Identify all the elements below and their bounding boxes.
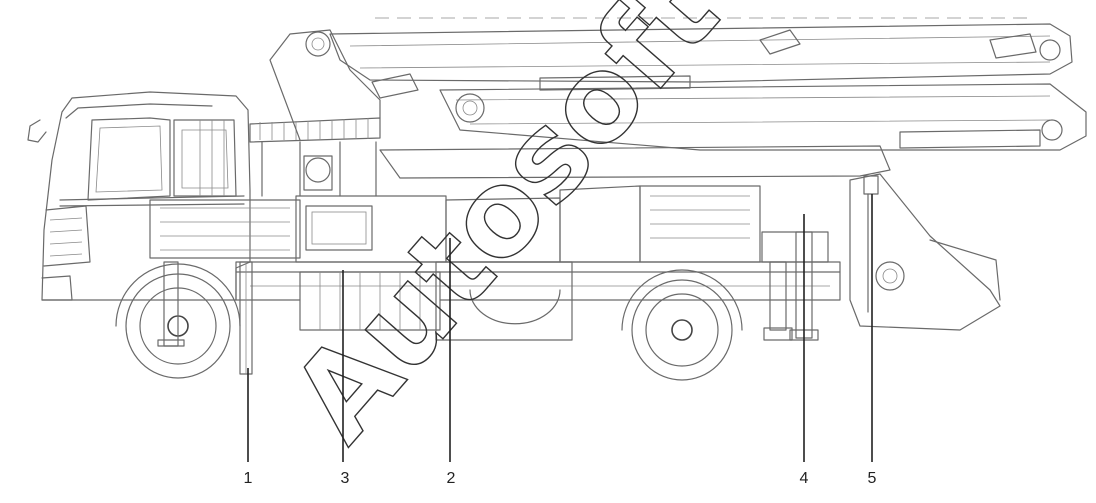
callout-label-4: 4: [800, 470, 809, 487]
watermark: Autosoft: [264, 0, 745, 467]
truck-cab: [27, 91, 251, 301]
pump-unit: [299, 173, 1001, 341]
concrete-boom: [329, 17, 1087, 179]
watermark-text: Autosoft: [265, 0, 744, 466]
callout-label-2: 2: [447, 470, 456, 487]
callout-label-1: 1: [244, 470, 253, 487]
callout-label-5: 5: [868, 470, 877, 487]
callout-labels: 1 3 2 4 5: [244, 470, 877, 487]
callout-lines: [247, 194, 873, 462]
chassis-frame: [149, 199, 841, 301]
front-outrigger: [157, 261, 253, 375]
callout-label-3: 3: [341, 470, 350, 487]
rear-wheel: [621, 269, 743, 381]
